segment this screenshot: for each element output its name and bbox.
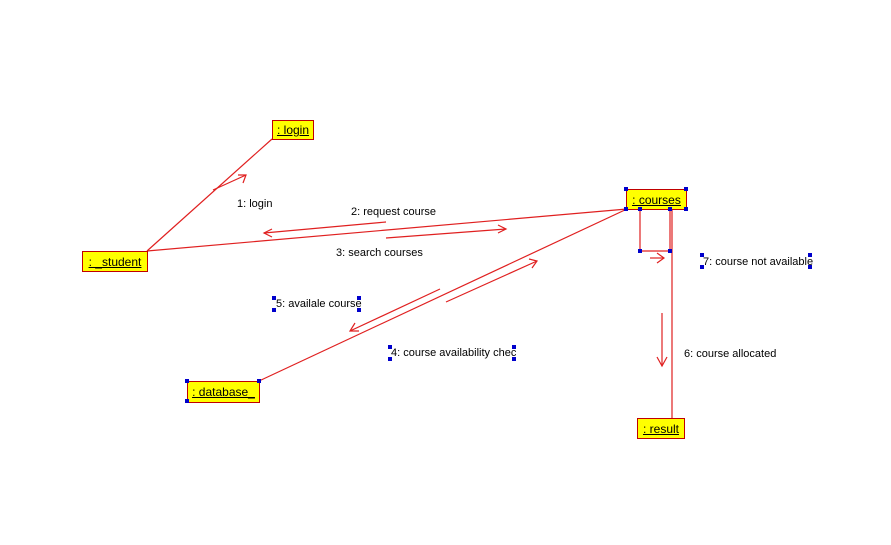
link-student-courses[interactable] [146,208,628,252]
message-label-search-courses[interactable]: 3: search courses [336,247,423,259]
object-login[interactable]: : login [272,120,314,140]
selection-handle[interactable] [668,249,672,253]
selection-handle[interactable] [684,207,688,211]
message-label-login[interactable]: 1: login [237,198,273,210]
selection-handle[interactable] [808,265,812,269]
selection-handle[interactable] [624,207,628,211]
link-courses-database[interactable] [258,208,628,382]
object-result-label: : result [642,421,679,436]
selection-handle[interactable] [272,296,276,300]
object-login-label: : login [276,123,310,137]
selection-handle[interactable] [272,308,276,312]
message-label-request-course[interactable]: 2: request course [351,206,436,218]
object-courses[interactable]: : courses [626,189,687,210]
selection-handle[interactable] [357,296,361,300]
object-database-label: : database_ [192,385,255,399]
selection-handle[interactable] [512,357,516,361]
selection-handle[interactable] [668,207,672,211]
arrow-search-courses [385,228,507,239]
object-student[interactable]: : _student [82,251,148,272]
selection-handle[interactable] [357,308,361,312]
selection-handle[interactable] [684,187,688,191]
selection-handle[interactable] [388,357,392,361]
arrow-course-availability [445,260,538,303]
selection-handle[interactable] [700,253,704,257]
object-courses-label: : courses [632,192,681,207]
selection-handle[interactable] [185,399,189,403]
selection-handle[interactable] [808,253,812,257]
object-student-label: : _student [88,254,142,269]
selection-handle[interactable] [388,345,392,349]
selection-handle[interactable] [185,379,189,383]
selection-handle[interactable] [512,345,516,349]
message-label-course-availability[interactable]: 4: course availability chec [391,347,517,359]
message-label-course-not-available[interactable]: 7: course not available [703,256,814,268]
arrow-request-course [263,221,387,234]
arrow-login [212,174,247,191]
link-courses-self[interactable] [639,209,671,252]
selection-handle[interactable] [638,249,642,253]
selection-handle[interactable] [700,265,704,269]
selection-handle[interactable] [624,187,628,191]
selection-handle[interactable] [638,207,642,211]
object-result[interactable]: : result [637,418,685,439]
message-label-course-allocated[interactable]: 6: course allocated [684,348,777,360]
link-student-login[interactable] [146,138,273,252]
arrow-available-course [349,288,441,332]
selection-handle[interactable] [257,379,261,383]
message-label-available-course[interactable]: 5: availale course [276,298,362,310]
object-database[interactable]: : database_ [187,381,260,403]
